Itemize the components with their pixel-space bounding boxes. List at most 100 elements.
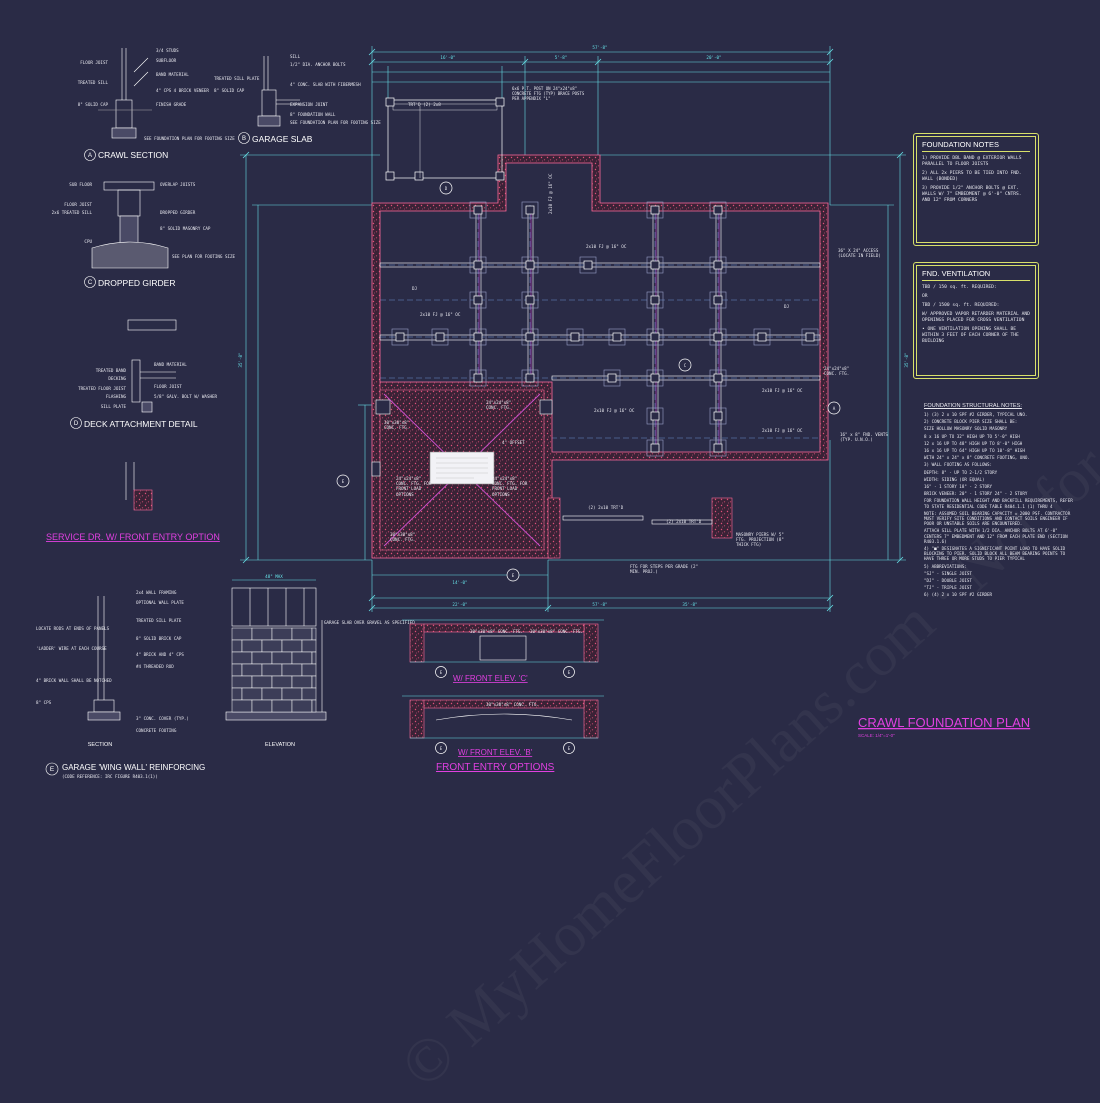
structural-note-10: WIDTH: SIDING (OR EQUAL)	[924, 476, 985, 482]
foundation-note-3: 3) PROVIDE 1/2" ANCHOR BOLTS @ EXT. WALL…	[922, 186, 1022, 203]
brick	[251, 627, 273, 641]
brick	[291, 627, 313, 641]
structural-note-12: BRICK VENEER: 20" - 1 STORY 24" - 2 STOR…	[924, 491, 1028, 497]
dj-label-2: DJ	[784, 304, 789, 309]
girder-note-5: OVERLAP JOISTS	[160, 182, 196, 187]
structural-note-17: 5) ABBREVIATIONS:	[924, 563, 967, 569]
pier-block	[713, 443, 723, 453]
dimension-lines	[240, 46, 906, 612]
svg-text:E: E	[440, 746, 443, 751]
pier-block	[650, 295, 660, 305]
deck-attachment-bubble	[70, 417, 82, 429]
porch-trt-label: TRT'D (2) 2x8	[408, 102, 441, 107]
girder-note-4: CPU	[84, 239, 92, 244]
vent-note-5: • ONE VENTILATION OPENING SHALL BE WITHI…	[922, 327, 1019, 344]
brick	[231, 699, 253, 713]
pier-footing	[709, 256, 727, 274]
front-entry-options-title: FRONT ENTRY OPTIONS	[436, 762, 555, 773]
front-load-note: 24"x24"x8" CONC. FTG. FOR FRONT LOAD OPT…	[396, 476, 431, 497]
crawl-note-1: FLOOR JOIST	[80, 60, 108, 65]
pier-footing	[521, 291, 539, 309]
slab-note-3: TREATED SILL PLATE	[214, 76, 260, 81]
pier-block	[650, 332, 660, 342]
slab-note-7: 8" FOUNDATION WALL	[290, 112, 336, 117]
crawl-note-7: 4" CPS 4 BRICK VENEER	[156, 88, 209, 93]
dropped-girder-bubble	[84, 276, 96, 288]
pier-footing	[709, 407, 727, 425]
wing-note-6: OPTIONAL WALL PLATE	[136, 600, 184, 605]
brick	[271, 651, 293, 665]
pier-footing	[709, 201, 727, 219]
pier-block	[473, 260, 483, 270]
brick	[311, 651, 317, 665]
structural-note-9: DEPTH: 8" - UP TO 2-1/2 STORY	[924, 469, 998, 475]
pier-block	[473, 332, 483, 342]
structural-note-20: "TJ" - TRIPLE JOIST	[924, 585, 972, 591]
structural-note-15: ATTACH SILL PLATE WITH 1/2 DIA. ANCHOR B…	[924, 528, 1068, 544]
section-markers	[336, 181, 841, 754]
brick	[281, 639, 303, 653]
svg-text:D: D	[445, 186, 448, 191]
pier-footing	[521, 201, 539, 219]
pier-block	[612, 332, 622, 342]
dropped-girder-drawing	[91, 181, 169, 269]
deck-attachment-title: DECK ATTACHMENT DETAIL	[84, 419, 198, 429]
pier-block	[525, 332, 535, 342]
pier-footing	[709, 439, 727, 457]
structural-note-8: 3) WALL FOOTING AS FOLLOWS:	[924, 462, 993, 468]
svg-text:C: C	[684, 363, 687, 368]
deck-note-4: FLASHING	[106, 394, 127, 399]
pier-footing	[469, 369, 487, 387]
pier-footing	[566, 328, 584, 346]
structural-note-16: 4) "■" DESIGNATES A SIGNIFICANT POINT LO…	[924, 546, 1066, 562]
pier-block	[395, 332, 405, 342]
joist-label-4: 2x10 FJ @ 16" OC	[594, 408, 635, 413]
girder-note-3: 2x6 TREATED SILL	[52, 210, 93, 215]
crawl-note-5: SUBFLOOR	[156, 58, 177, 63]
plan-scale: SCALE: 1/4"=1'-0"	[858, 733, 895, 738]
trt-label-2: (2) 2x10 TRT'D	[666, 519, 702, 524]
slab-note-4: 8" SOLID CAP	[214, 88, 245, 93]
pier-block	[525, 260, 535, 270]
ventilation-box: FND. VENTILATION TBD / 150 sq. ft. REQUI…	[913, 262, 1039, 379]
pier-footing	[709, 291, 727, 309]
dimension-ticks	[242, 48, 904, 612]
pier-block	[525, 295, 535, 305]
access-note: 36" X 24" ACCESS (LOCATE IN FIELD)	[838, 248, 881, 258]
pier-block	[583, 260, 593, 270]
brick	[311, 627, 317, 641]
dim-beam-14: 14'-0"	[452, 580, 467, 585]
wing-code-ref: (CODE REFERENCE: IRC FIGURE R403.1(1))	[62, 774, 158, 779]
steps-note: FTG FOR STEPS PER GRADE (2" MIN. PROJ.)	[630, 564, 698, 574]
structural-notes-title: FOUNDATION STRUCTURAL NOTES:	[924, 403, 1022, 409]
slab-note-1: SILL	[290, 54, 301, 59]
slab-note-8: SEE FOUNDATION PLAN FOR FOOTING SIZE	[290, 120, 381, 125]
dim-bottom-right: 35'-8"	[682, 602, 697, 607]
svg-text:E: E	[342, 479, 345, 484]
pier-block	[650, 260, 660, 270]
brick	[251, 651, 273, 665]
brick	[291, 675, 313, 689]
deck-note-7: FLOOR JOIST	[154, 384, 182, 389]
brick	[231, 627, 253, 641]
pier-footing	[646, 291, 664, 309]
pier-footing	[391, 328, 409, 346]
pier-footing	[521, 256, 539, 274]
drawing-canvas: { "plan": { "title": "CRAWL FOUNDATION P…	[36, 45, 1073, 779]
dropped-girder-letter: C	[88, 280, 93, 286]
masonry-piers-note: MASONRY PIERS W/ 5" FTG. PROJECTION (8" …	[736, 532, 784, 547]
wing-note-10: #4 THREADED ROD	[136, 664, 174, 669]
pier-footing	[646, 369, 664, 387]
joist-label-3: 2x10 FJ @ 16" OC	[420, 312, 461, 317]
foundation-walls	[371, 154, 829, 559]
foundation-notes-title: FOUNDATION NOTES	[922, 140, 1030, 152]
structural-note-13: FOR FOUNDATION WALL HEIGHT AND BACKFILL …	[924, 498, 1073, 509]
deck-attachment-drawing	[127, 319, 177, 413]
deck-attachment-letter: D	[74, 421, 79, 427]
deck-note-3: TREATED FLOOR JOIST	[78, 386, 126, 391]
garage-slab-letter: B	[242, 136, 246, 142]
brick	[311, 675, 317, 689]
pier-block	[805, 332, 815, 342]
dj-label: DJ	[412, 286, 417, 291]
pier-footing	[521, 369, 539, 387]
